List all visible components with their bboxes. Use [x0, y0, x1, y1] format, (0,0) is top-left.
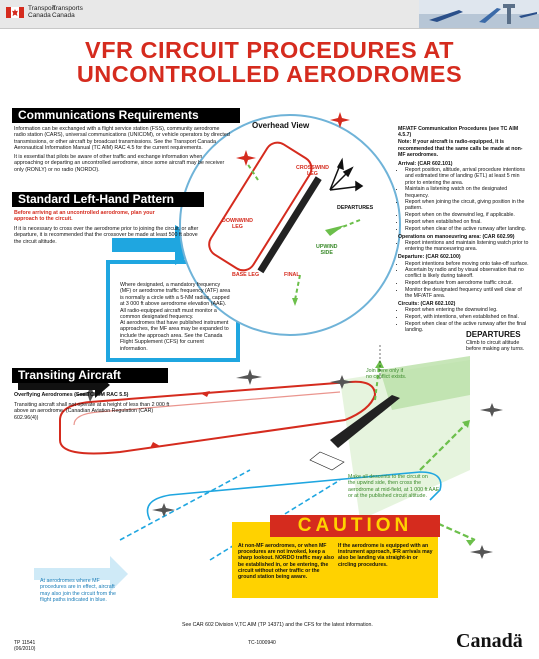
right-column: MF/ATF Communication Procedures (see TC …	[398, 126, 530, 334]
list-item: Report intentions before moving onto tak…	[405, 261, 530, 267]
arrival-list: Report position, altitude, arrival proce…	[398, 167, 530, 232]
list-item: Report when clear of the active runway a…	[405, 321, 530, 333]
list-item: Report intentions and maintain listening…	[405, 240, 530, 252]
list-item: Maintain a listening watch on the design…	[405, 186, 530, 198]
join-note: Join here only if no conflict exists.	[366, 368, 407, 381]
canada-wordmark-logo: Canadä	[456, 630, 523, 652]
communications-text-1: Information can be exchanged with a flig…	[14, 126, 230, 152]
list-item: Report departure from aerodrome traffic …	[405, 280, 530, 286]
overhead-circuit	[208, 141, 313, 272]
communications-text-2: It is essential that pilots be aware of …	[14, 154, 225, 173]
list-item: Report when on the downwind leg, if appl…	[405, 212, 530, 218]
blue-circuit-path	[146, 471, 442, 521]
communications-heading: Communications Requirements	[12, 108, 240, 123]
title-line-2: UNCONTROLLED AERODROMES	[76, 61, 463, 87]
list-item: Report when clear of the active runway a…	[405, 226, 530, 232]
caution-text-left: At non-MF aerodromes, or when MF procedu…	[238, 543, 334, 581]
transiting-heading: Transiting Aircraft	[12, 368, 168, 383]
overhead-departures-label: DEPARTURES	[337, 205, 374, 211]
mf-procedures-note: Note: If your aircraft is radio-equipped…	[398, 139, 523, 158]
transiting-subheading: Overflying Aerodromes (See TC AIM RAC 5.…	[14, 392, 129, 398]
tp-number: TP 11541 (06/2010)	[14, 640, 36, 652]
aircraft-icons	[74, 369, 503, 559]
blue-join-note: At aerodromes where MF procedures are in…	[40, 578, 116, 604]
manoeuvring-heading: Operations on manoeuvring area: (CAR 602…	[398, 233, 515, 240]
footer-reference: See CAR 602 Division V,TC AIM (TP 14371)…	[182, 622, 373, 628]
transiting-text: Transiting aircraft shall not operate at…	[14, 402, 170, 421]
perspective-runway	[330, 395, 400, 448]
list-item: Ascertain by radio and by visual observa…	[405, 267, 530, 279]
list-item: Report position, altitude, arrival proce…	[405, 167, 530, 186]
overhead-runway	[257, 176, 322, 274]
downwind-leg-label: DOWNWIND LEG	[222, 218, 253, 231]
caution-title: CAUTION	[270, 515, 440, 537]
upwind-side-label: UPWIND SIDE	[316, 244, 338, 257]
poster-title: VFR CIRCUIT PROCEDURES AT UNCONTROLLED A…	[0, 38, 539, 86]
departure-heading: Departure: (CAR 602.100)	[398, 254, 461, 261]
dept-name-en: Transport Canada	[28, 5, 56, 19]
circuits-heading: Circuits: (CAR 602.102)	[398, 301, 456, 308]
transiting-black-arrow	[18, 372, 110, 398]
overhead-plane-icon	[236, 150, 256, 166]
green-climb-arrow	[419, 419, 471, 471]
pattern-red-text: Before arriving at an uncontrolled aerod…	[14, 210, 155, 223]
manoeuvring-list: Report intentions and maintain listening…	[398, 240, 530, 252]
canada-flag-icon	[6, 7, 24, 18]
pattern-text: If it is necessary to cross over the aer…	[14, 226, 199, 245]
departures-text: Climb to circuit altitude before making …	[466, 340, 525, 353]
list-item: Report when joining the circuit, giving …	[405, 199, 530, 211]
list-item: Report, with intentions, when establishe…	[405, 314, 530, 320]
airport-banner-art	[419, 0, 539, 28]
mf-area-text-1: Where designated, a mandatory frequency …	[120, 282, 231, 321]
departure-arrows-icon	[329, 157, 364, 192]
descend-note: Make all descents to the circuit on the …	[348, 474, 440, 500]
base-leg-label: BASE LEG	[232, 272, 260, 278]
tc-number: TC-1000940	[248, 640, 276, 646]
departure-list: Report intentions before moving onto tak…	[398, 261, 530, 300]
list-item: Report when established on final.	[405, 219, 530, 225]
circuits-list: Report when entering the downwind leg. R…	[398, 307, 530, 333]
title-line-1: VFR CIRCUIT PROCEDURES AT	[85, 37, 454, 63]
mf-area-text-2: At aerodromes that have published instru…	[120, 320, 229, 352]
dept-name-fr: Transports Canada	[52, 5, 83, 19]
list-item: Monitor the designated frequency until w…	[405, 287, 530, 299]
arrival-heading: Arrival: (CAR 602.101)	[398, 161, 453, 168]
caution-text-right: If the aerodrome is equipped with an ins…	[338, 543, 433, 568]
pattern-heading: Standard Left-Hand Pattern	[12, 192, 204, 207]
overhead-view-label: Overhead View	[252, 121, 310, 130]
blue-note-arrow	[34, 556, 128, 592]
crosswind-leg-label: CROSSWIND LEG	[296, 165, 329, 178]
final-label: FINAL	[284, 272, 300, 278]
list-item: Report when entering the downwind leg.	[405, 307, 530, 313]
header-strip: Transport Canada Transports Canada	[0, 0, 539, 29]
perspective-circuit	[59, 380, 377, 455]
mf-procedures-heading: MF/ATF Communication Procedures (see TC …	[398, 126, 519, 139]
departures-title: DEPARTURES	[466, 330, 521, 339]
